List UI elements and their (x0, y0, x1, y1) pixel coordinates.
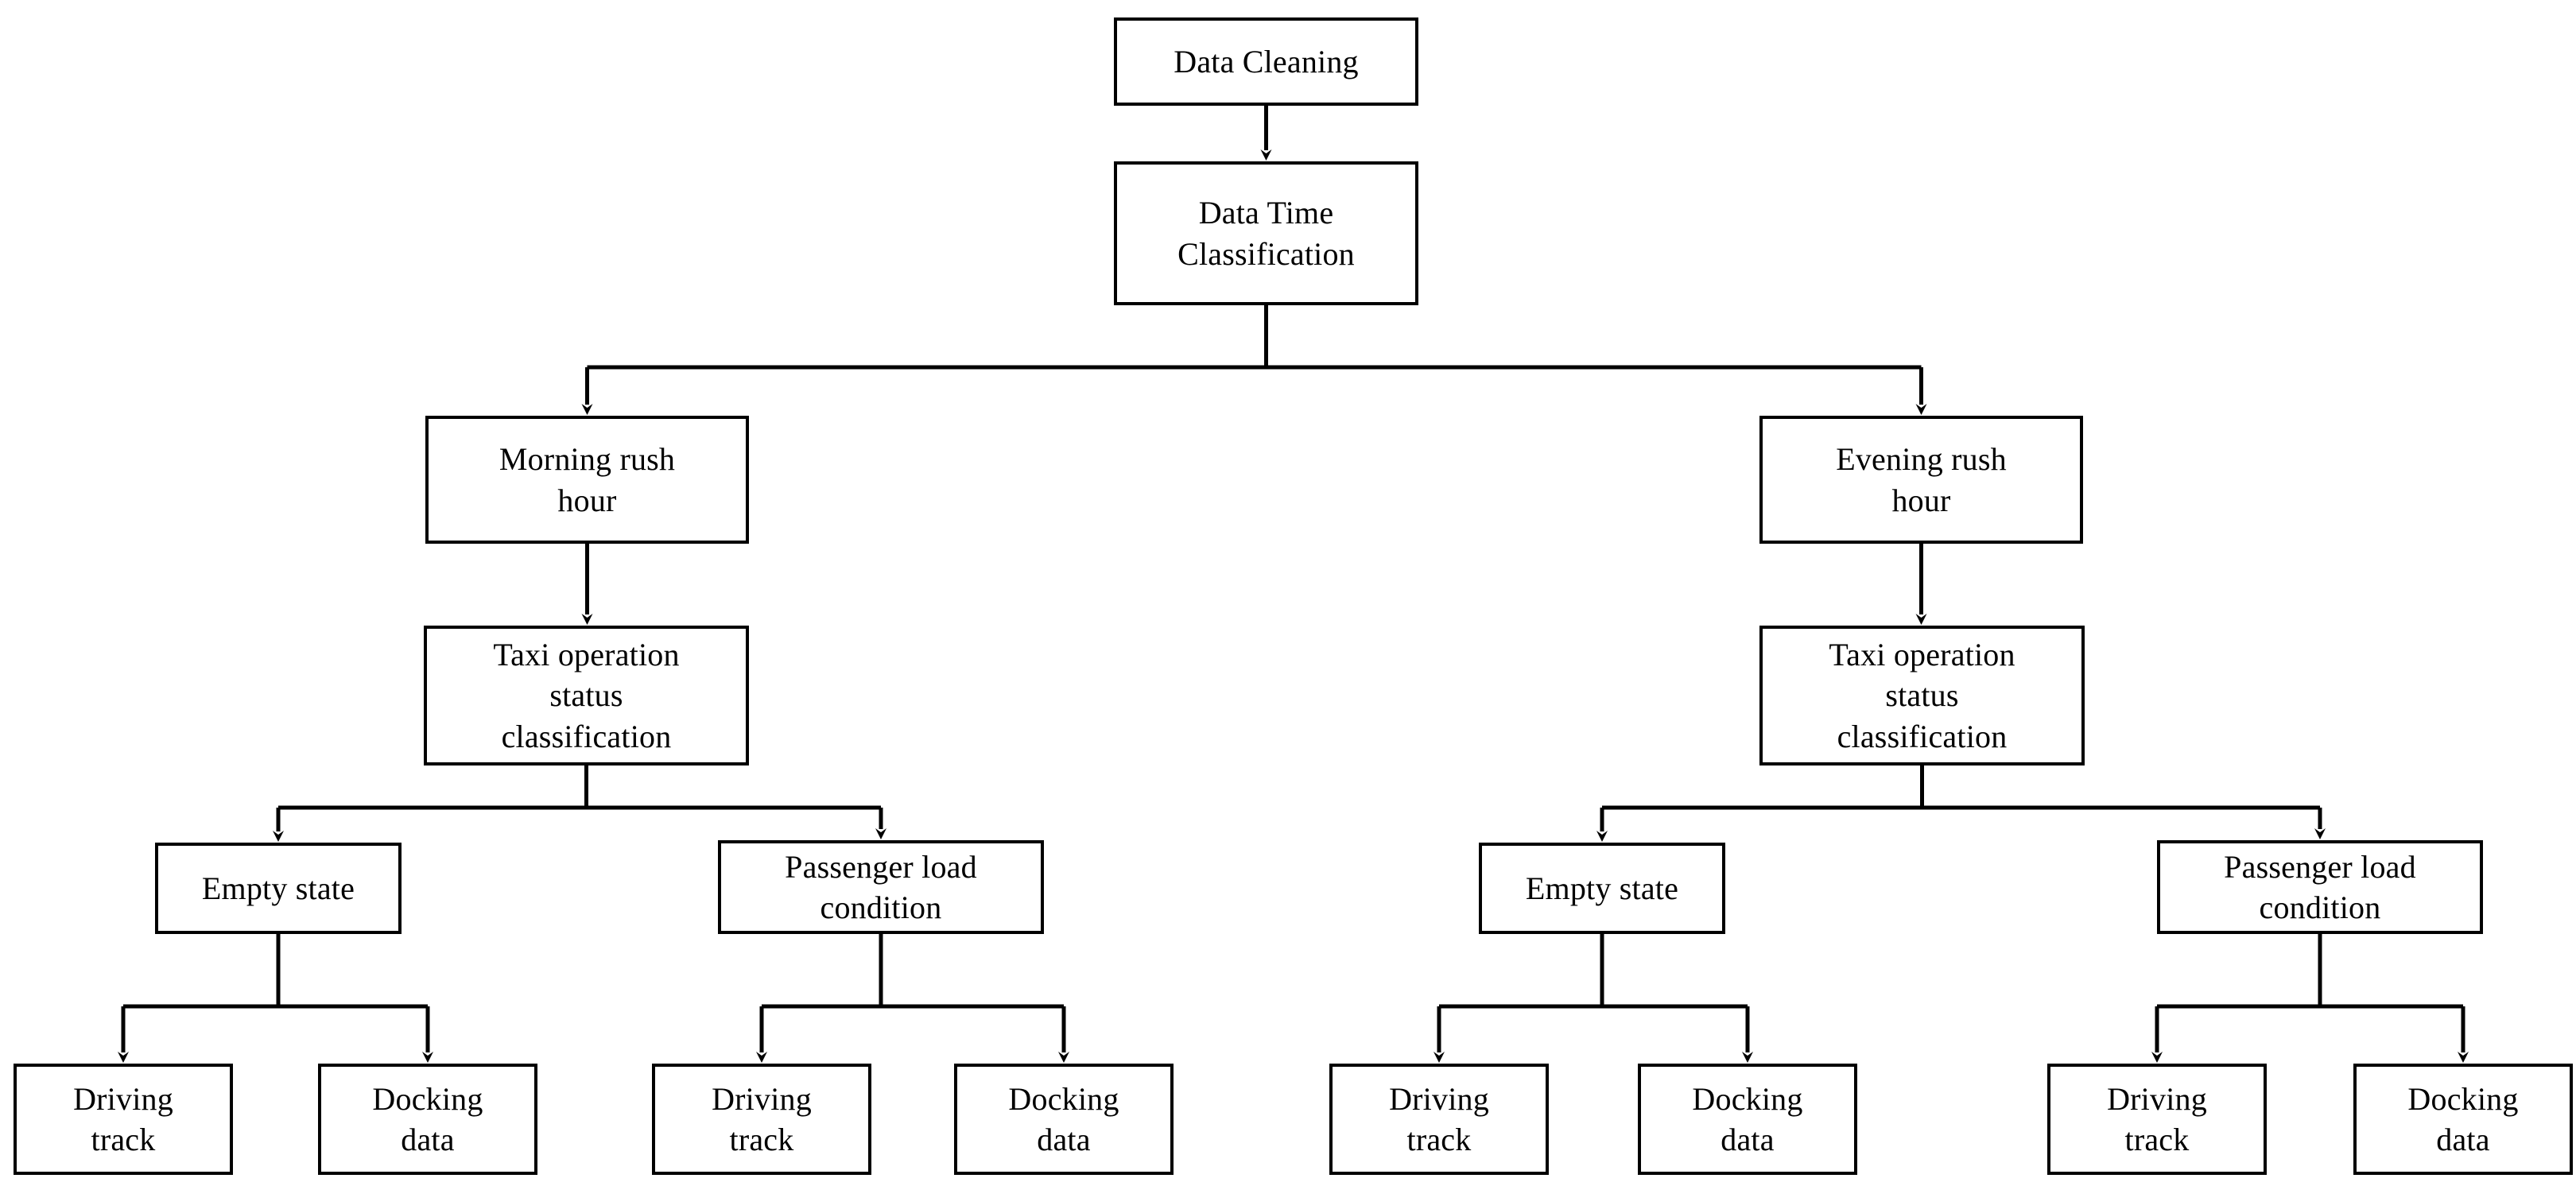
node-driving-track-1[interactable]: Driving track (14, 1064, 233, 1175)
node-passenger-load-morning[interactable]: Passenger load condition (718, 840, 1044, 934)
node-docking-data-3[interactable]: Docking data (1638, 1064, 1857, 1175)
node-data-time-classification[interactable]: Data Time Classification (1114, 161, 1418, 305)
node-driving-track-3[interactable]: Driving track (1329, 1064, 1549, 1175)
node-driving-track-2[interactable]: Driving track (652, 1064, 871, 1175)
node-taxi-status-evening[interactable]: Taxi operation status classification (1759, 626, 2085, 765)
node-evening-rush-hour[interactable]: Evening rush hour (1759, 416, 2083, 544)
node-passenger-load-evening[interactable]: Passenger load condition (2157, 840, 2483, 934)
node-data-cleaning[interactable]: Data Cleaning (1114, 17, 1418, 106)
node-taxi-status-morning[interactable]: Taxi operation status classification (424, 626, 749, 765)
node-driving-track-4[interactable]: Driving track (2047, 1064, 2267, 1175)
node-empty-state-evening[interactable]: Empty state (1479, 843, 1725, 934)
node-docking-data-1[interactable]: Docking data (318, 1064, 537, 1175)
node-docking-data-4[interactable]: Docking data (2353, 1064, 2573, 1175)
node-morning-rush-hour[interactable]: Morning rush hour (425, 416, 749, 544)
node-docking-data-2[interactable]: Docking data (954, 1064, 1174, 1175)
node-empty-state-morning[interactable]: Empty state (155, 843, 402, 934)
